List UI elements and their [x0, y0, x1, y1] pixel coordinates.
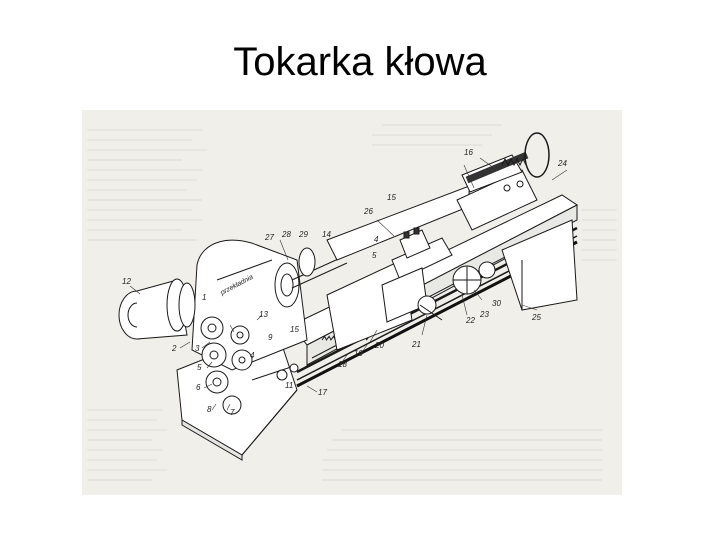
- lathe-diagram: przekładnia 1: [82, 110, 622, 495]
- part-label: 21: [411, 340, 421, 349]
- gear-3: [201, 342, 227, 368]
- part-label: 7: [230, 408, 235, 417]
- part-label: 4: [374, 235, 379, 244]
- part-label: 30: [492, 299, 501, 308]
- part-labels: 12 2 3 4 5 6 7 8 1 13 9 15 11 17 27 28 2…: [122, 148, 567, 417]
- part-label: 28: [281, 230, 291, 239]
- part-label: 5: [372, 251, 377, 260]
- part-label: 29: [298, 230, 308, 239]
- part-label: 25: [531, 313, 541, 322]
- part-label: 23: [479, 310, 489, 319]
- part-label: 13: [259, 310, 268, 319]
- part-label: 14: [322, 230, 331, 239]
- gear-2: [230, 325, 250, 345]
- part-label: 15: [290, 325, 299, 334]
- part-label: 4: [250, 351, 255, 360]
- gear-5: [205, 370, 229, 394]
- part-label: 2: [171, 344, 177, 353]
- part-label: 1: [202, 293, 206, 302]
- tailstock-handwheel: [524, 132, 550, 178]
- part-label: 17: [318, 388, 327, 397]
- part-label: 6: [196, 383, 201, 392]
- part-label: 8: [207, 405, 212, 414]
- part-label: 16: [464, 148, 473, 157]
- right-leg: [501, 219, 578, 311]
- part-label: 12: [122, 277, 131, 286]
- part-label: 5: [197, 363, 202, 372]
- apron-handwheel: [417, 295, 437, 315]
- part-label: 27: [264, 233, 274, 242]
- part-label: 3: [195, 344, 200, 353]
- slide-title: Tokarka kłowa: [233, 40, 487, 84]
- part-label: 11: [285, 381, 293, 390]
- part-label: 22: [465, 316, 475, 325]
- part-label: 26: [363, 207, 373, 216]
- gear-4: [231, 349, 253, 371]
- part-label: 20: [374, 341, 384, 350]
- part-label: 9: [268, 333, 273, 342]
- background-texture: [87, 124, 617, 481]
- part-label: 24: [557, 159, 567, 168]
- part-label: 19: [354, 349, 363, 358]
- gear-1: [200, 316, 224, 340]
- part-label: 15: [387, 193, 396, 202]
- part-label: 18: [338, 360, 347, 369]
